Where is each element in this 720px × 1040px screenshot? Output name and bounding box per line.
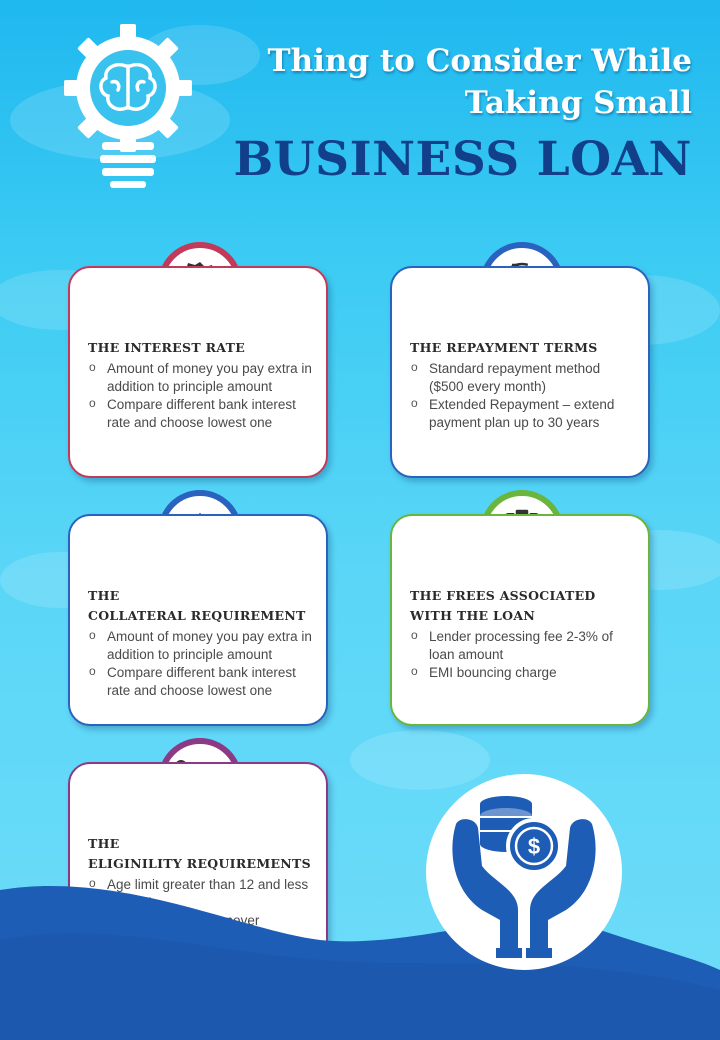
list-item: Amount of money you pay extra in additio… xyxy=(88,627,316,663)
coin-dollar-symbol: $ xyxy=(528,834,540,859)
page-title: Thing to Consider While Taking Small BUS… xyxy=(233,40,692,188)
collateral-requirement-card: THE COLLATERAL REQUIREMENT Amount of mon… xyxy=(68,514,328,726)
title-line-3: BUSINESS LOAN xyxy=(233,132,692,187)
lightbulb-brain-icon xyxy=(64,24,192,188)
interest-rate-heading: THE INTEREST RATE xyxy=(88,340,246,355)
list-item: Extended Repayment – extend payment plan… xyxy=(410,395,638,431)
list-item: Lender processing fee 2-3% of loan amoun… xyxy=(410,627,638,663)
fees-heading-line-2: WITH THE LOAN xyxy=(410,608,536,623)
eligibility-heading-line-1: THE xyxy=(88,836,120,851)
list-item: Standard repayment method ($500 every mo… xyxy=(410,359,638,395)
title-line-1: Thing to Consider While xyxy=(267,43,692,79)
title-line-2: Taking Small xyxy=(464,85,692,121)
hands-coins-icon: $ xyxy=(426,774,622,970)
list-item: Amount of money you pay extra in additio… xyxy=(88,359,316,395)
collateral-list: Amount of money you pay extra in additio… xyxy=(70,627,326,699)
interest-rate-card: THE INTEREST RATE Amount of money you pa… xyxy=(68,266,328,478)
list-item: Compare different bank interest rate and… xyxy=(88,663,316,699)
collateral-heading-line-1: THE xyxy=(88,588,120,603)
list-item: Compare different bank interest rate and… xyxy=(88,395,316,431)
repayment-terms-heading: THE REPAYMENT TERMS xyxy=(410,340,598,355)
collateral-heading-line-2: COLLATERAL REQUIREMENT xyxy=(88,608,306,623)
interest-rate-list: Amount of money you pay extra in additio… xyxy=(70,359,326,431)
repayment-terms-card: THE REPAYMENT TERMS Standard repayment m… xyxy=(390,266,650,478)
repayment-terms-list: Standard repayment method ($500 every mo… xyxy=(392,359,648,431)
fees-list: Lender processing fee 2-3% of loan amoun… xyxy=(392,627,648,682)
fees-heading-line-1: THE FREES ASSOCIATED xyxy=(410,588,596,603)
eligibility-heading-line-2: ELIGINILITY REQUIREMENTS xyxy=(88,856,311,871)
fees-card: THE FREES ASSOCIATED WITH THE LOAN Lende… xyxy=(390,514,650,726)
list-item: EMI bouncing charge xyxy=(410,663,638,682)
